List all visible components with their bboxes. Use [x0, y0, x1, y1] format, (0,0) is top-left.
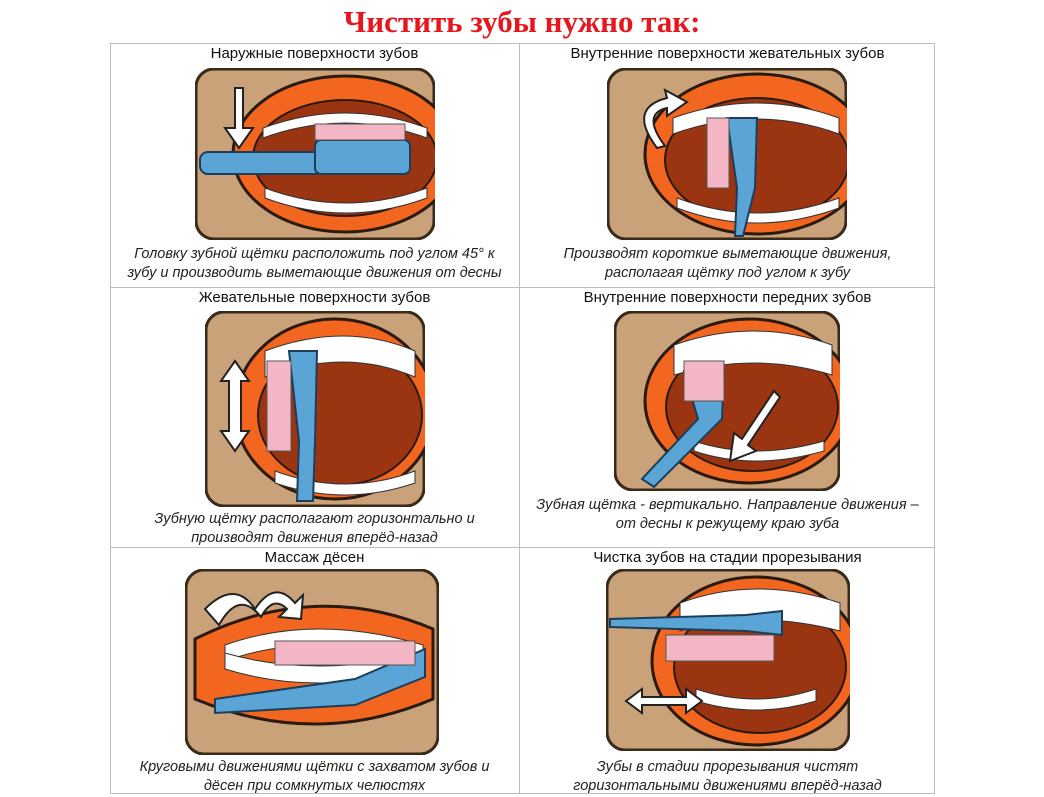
instruction-grid: [110, 43, 935, 794]
toothbrush-icon: [287, 350, 319, 502]
panel-2-illustration: [607, 68, 847, 240]
panel-4-illustration: [614, 311, 840, 491]
panel-3-illustration: [205, 311, 425, 507]
arrow-icon: [203, 591, 305, 627]
panel-1-illustration: [195, 68, 435, 240]
grid-divider-vertical: [519, 43, 520, 794]
toothbrush-icon: [725, 117, 759, 237]
arrow-icon: [624, 687, 704, 715]
toothbrush-icon: [214, 647, 426, 715]
panel-4-heading: Внутренние поверхности передних зубов: [583, 289, 872, 306]
toothbrush-icon: [609, 609, 783, 637]
page-title: Чистить зубы нужно так:: [343, 4, 701, 39]
grid-divider-row-2: [110, 547, 935, 548]
arrow-icon: [728, 389, 782, 463]
panel-2-caption: Производят короткие выметающие движения,…: [563, 246, 892, 281]
panel-2-heading: Внутренние поверхности жевательных зубов: [570, 45, 885, 62]
panel-3-heading: Жевательные поверхности зубов: [198, 289, 431, 306]
arrow-icon: [219, 359, 251, 453]
panel-6-illustration: [606, 569, 850, 751]
panel-5-caption: Круговыми движениями щётки с захватом зу…: [139, 759, 490, 794]
panel-1-caption: Головку зубной щётки расположить под угл…: [127, 246, 502, 281]
arrow-icon: [643, 88, 689, 150]
grid-divider-row-1: [110, 287, 935, 288]
panel-4-caption: Зубная щётка - вертикально. Направление …: [536, 497, 919, 532]
arrow-icon: [223, 87, 255, 150]
panel-6-heading: Чистка зубов на стадии прорезывания: [593, 549, 862, 566]
panel-5-heading: Массаж дёсен: [264, 549, 365, 566]
panel-3-caption: Зубную щётку располагают горизонтально и…: [154, 511, 475, 546]
panel-5-illustration: [185, 569, 439, 755]
panel-1-heading: Наружные поверхности зубов: [210, 45, 419, 62]
